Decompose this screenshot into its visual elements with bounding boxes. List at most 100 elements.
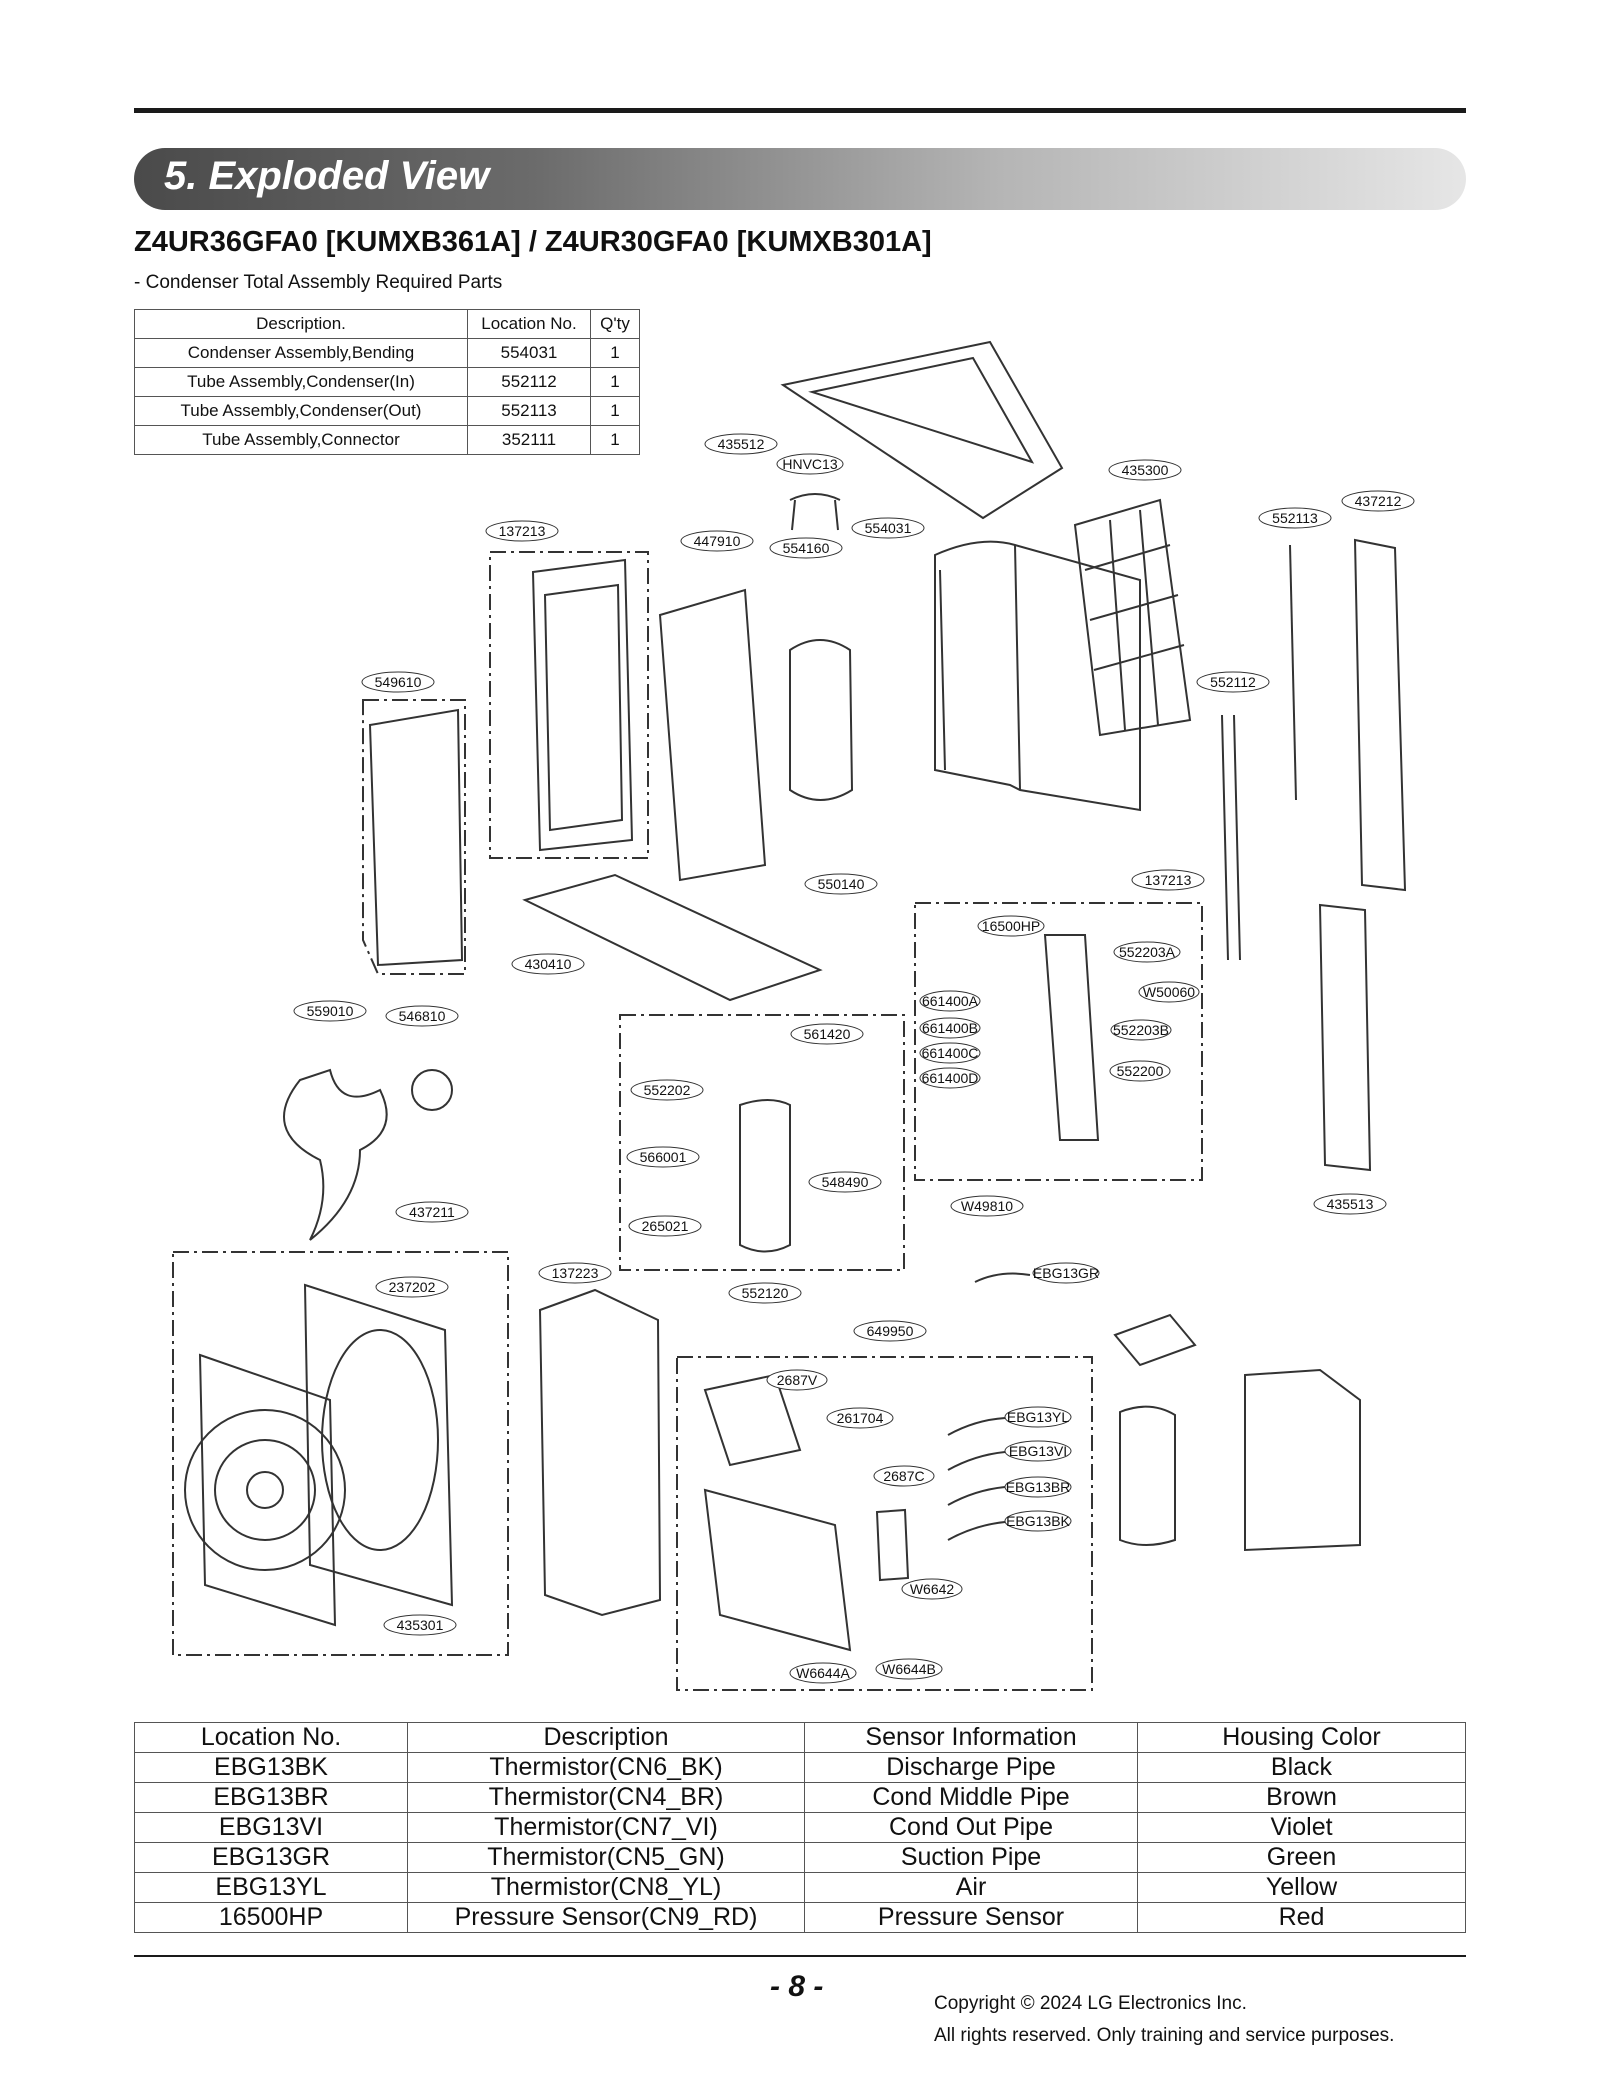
svg-text:EBG13VI: EBG13VI: [1009, 1443, 1067, 1459]
callout: W49810: [950, 1195, 1024, 1217]
svg-text:549610: 549610: [375, 674, 422, 690]
callout: 549610: [361, 671, 435, 693]
callout: 137223: [538, 1262, 612, 1284]
cell: 1: [590, 367, 640, 397]
cell: Thermistor(CN6_BK): [407, 1752, 805, 1783]
callout: EBG13GR: [1032, 1262, 1100, 1284]
callout: 265021: [628, 1215, 702, 1237]
svg-text:430410: 430410: [525, 956, 572, 972]
cell: Discharge Pipe: [804, 1752, 1138, 1783]
svg-text:EBG13BK: EBG13BK: [1006, 1513, 1070, 1529]
sheet-part: [1113, 1313, 1197, 1367]
svg-text:EBG13YL: EBG13YL: [1007, 1409, 1069, 1425]
cell: 554031: [467, 338, 591, 368]
right-side-panel: [1353, 538, 1407, 892]
svg-text:W6642: W6642: [910, 1581, 955, 1597]
svg-text:552120: 552120: [742, 1285, 789, 1301]
base-pan: [522, 873, 823, 1002]
svg-text:554031: 554031: [865, 520, 912, 536]
svg-text:237202: 237202: [389, 1279, 436, 1295]
col-sensor-info: Sensor Information: [804, 1722, 1138, 1753]
callout: 447910: [680, 530, 754, 552]
col-location: Location No.: [134, 1722, 408, 1753]
thermistor-wire-vi: [947, 1451, 1006, 1471]
cell: Brown: [1137, 1782, 1466, 1813]
thermistor-wire-gr: [974, 1272, 1031, 1283]
cell: 1: [590, 396, 640, 426]
table-row: EBG13VI Thermistor(CN7_VI) Cond Out Pipe…: [134, 1812, 1466, 1843]
cell: Pressure Sensor(CN9_RD): [407, 1902, 805, 1933]
front-fan-guard: [198, 1353, 337, 1627]
fan-guard-ring-inner: [214, 1439, 316, 1541]
svg-text:552200: 552200: [1117, 1063, 1164, 1079]
callout: 552112: [1196, 671, 1270, 693]
table-row: 16500HP Pressure Sensor(CN9_RD) Pressure…: [134, 1902, 1466, 1933]
callout: 552120: [728, 1282, 802, 1304]
control-board: [703, 1373, 802, 1467]
svg-text:559010: 559010: [307, 1003, 354, 1019]
condenser-coil: [934, 540, 1141, 812]
callout: 237202: [375, 1276, 449, 1298]
cell: Air: [804, 1872, 1138, 1903]
cell: Black: [1137, 1752, 1466, 1783]
table-row: Tube Assembly,Connector 352111 1: [134, 425, 640, 455]
cell: 552113: [467, 396, 591, 426]
callout: 554031: [851, 517, 925, 539]
insulation-sleeve: [1119, 1405, 1176, 1546]
svg-text:649950: 649950: [867, 1323, 914, 1339]
cell: Thermistor(CN8_YL): [407, 1872, 805, 1903]
col-qty: Q'ty: [590, 309, 640, 339]
callout: W50060: [1138, 981, 1200, 1003]
callout: 649950: [853, 1320, 927, 1342]
condenser-coil-edge: [939, 544, 1021, 791]
callout: 437211: [395, 1201, 469, 1223]
callout: 435300: [1108, 459, 1182, 481]
model-title: Z4UR36GFA0 [KUMXB361A] / Z4UR30GFA0 [KUM…: [134, 226, 932, 258]
control-box-frame: [703, 1488, 852, 1652]
svg-text:554160: 554160: [783, 540, 830, 556]
table-row: EBG13GR Thermistor(CN5_GN) Suction Pipe …: [134, 1842, 1466, 1873]
svg-text:437211: 437211: [409, 1204, 455, 1220]
group-frame-left: [489, 551, 649, 859]
cell: EBG13BK: [134, 1752, 408, 1783]
svg-text:552202: 552202: [644, 1082, 691, 1098]
handle-part: [789, 493, 841, 531]
col-description: Description: [407, 1722, 805, 1753]
table-row: EBG13BR Thermistor(CN4_BR) Cond Middle P…: [134, 1782, 1466, 1813]
front-panel-opening: [321, 1329, 439, 1551]
svg-text:W6644A: W6644A: [796, 1665, 850, 1681]
cell: Condenser Assembly,Bending: [134, 338, 468, 368]
callout: W6644A: [789, 1662, 857, 1684]
cell: 552112: [467, 367, 591, 397]
fan-guard-hub: [246, 1471, 284, 1509]
cell: Yellow: [1137, 1872, 1466, 1903]
cell: EBG13BR: [134, 1782, 408, 1813]
callout: 552203A: [1113, 941, 1181, 963]
callout: 137213: [485, 520, 559, 542]
svg-text:661400A: 661400A: [922, 993, 979, 1009]
callout: 552203B: [1110, 1019, 1172, 1041]
callout: 661400C: [919, 1042, 981, 1064]
compressor: [789, 639, 854, 801]
callout: 548490: [808, 1171, 882, 1193]
svg-text:EBG13BR: EBG13BR: [1006, 1479, 1071, 1495]
svg-text:W49810: W49810: [961, 1198, 1013, 1214]
exploded-view-diagram: 435512 HNVC13 435300 437212 552113 13721…: [172, 340, 1415, 1691]
table-header-row: Description. Location No. Q'ty: [134, 309, 640, 339]
svg-text:546810: 546810: [399, 1008, 446, 1024]
svg-text:548490: 548490: [822, 1174, 869, 1190]
svg-text:265021: 265021: [642, 1218, 689, 1234]
cell: Thermistor(CN4_BR): [407, 1782, 805, 1813]
callout: 554160: [769, 537, 843, 559]
front-panel: [303, 1283, 454, 1607]
callout: 661400D: [919, 1067, 981, 1089]
callout: 566001: [626, 1146, 700, 1168]
callout: 2687C: [873, 1465, 935, 1487]
cell: Green: [1137, 1842, 1466, 1873]
rights-notice: All rights reserved. Only training and s…: [934, 2025, 1395, 2046]
table-header-row: Location No. Description Sensor Informat…: [134, 1722, 1466, 1753]
side-grille-panel: [531, 558, 634, 852]
svg-text:552113: 552113: [1272, 510, 1318, 526]
callout: 16500HP: [977, 915, 1045, 937]
col-description: Description.: [134, 309, 468, 339]
